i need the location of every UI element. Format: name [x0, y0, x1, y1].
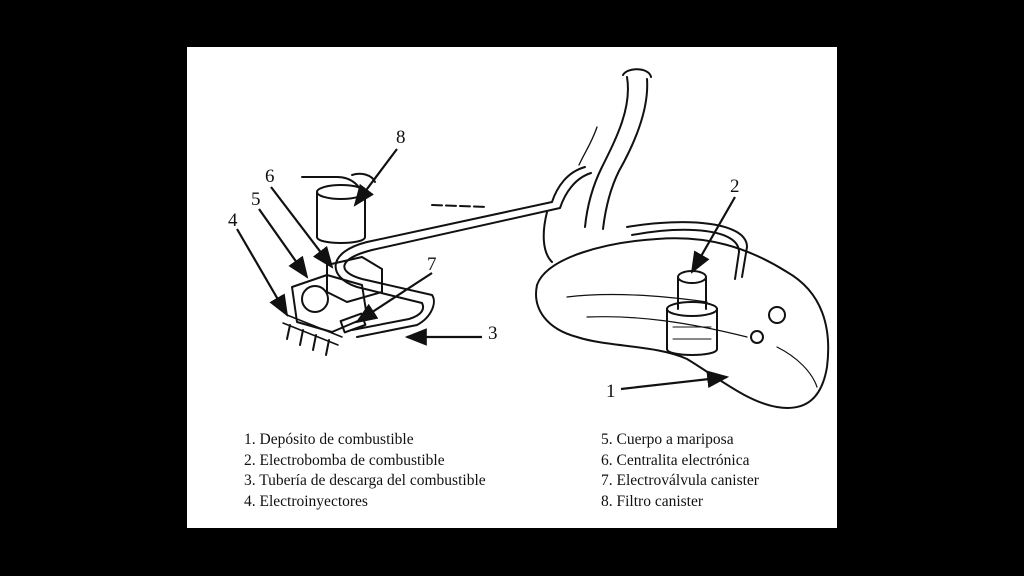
- callout-2: 2: [730, 176, 740, 197]
- fuel-system-diagram: 1 2 3 4 5 6 7 8: [228, 68, 830, 409]
- legend-item: 4. Electroinyectores: [244, 492, 368, 510]
- legend-left: 1. Depósito de combustible 2. Electrobom…: [244, 430, 486, 512]
- ecu: [326, 256, 383, 303]
- slide-frame: 1 2 3 4 5 6 7 8 1. Depósito de combustib…: [187, 47, 837, 528]
- legend-right: 5. Cuerpo a mariposa 6. Centralita elect…: [601, 430, 759, 512]
- fuel-tank: [535, 237, 830, 409]
- callout-6: 6: [265, 166, 275, 187]
- callout-3: 3: [488, 323, 498, 344]
- legend-item: 2. Electrobomba de combustible: [244, 451, 445, 469]
- callout-7: 7: [427, 254, 437, 275]
- injector: [286, 324, 291, 340]
- callout-1: 1: [606, 381, 616, 402]
- callout-4: 4: [228, 210, 238, 231]
- legend-item: 1. Depósito de combustible: [244, 431, 414, 448]
- filler-neck: [584, 76, 649, 230]
- legend-item: 7. Electroválvula canister: [601, 472, 759, 489]
- callout-8: 8: [396, 127, 406, 148]
- legend-item: 8. Filtro canister: [601, 492, 704, 510]
- canister-filter: [316, 191, 366, 244]
- legend-item: 3. Tubería de descarga del combustible: [244, 472, 486, 489]
- fuel-pump: [666, 308, 718, 356]
- legend-item: 6. Centralita electrónica: [601, 451, 750, 469]
- fuel-line: [366, 166, 586, 243]
- legend-item: 5. Cuerpo a mariposa: [601, 431, 734, 448]
- callout-5: 5: [251, 189, 261, 210]
